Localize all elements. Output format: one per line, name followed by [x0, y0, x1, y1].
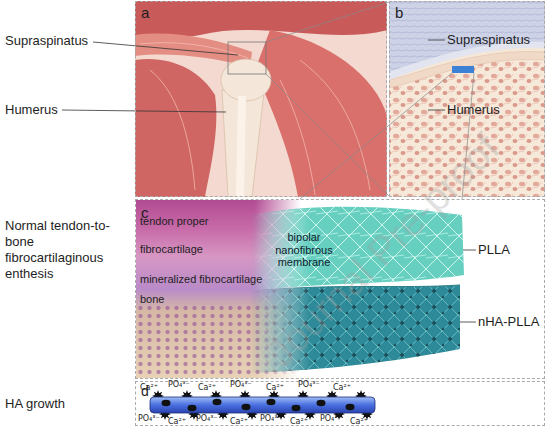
- panel-letter: a: [141, 4, 149, 21]
- layer-label: mineralized fibrocartilage: [140, 273, 262, 286]
- nha-plla-fibers: [250, 285, 460, 373]
- nha-plla-layer: [250, 285, 460, 373]
- layer-label: fibrocartilage: [140, 243, 203, 256]
- panel-letter: d: [141, 383, 149, 399]
- ion-label: Ca²⁺: [168, 417, 186, 427]
- zoom-frame: [228, 42, 266, 74]
- ion-label: Ca²⁺: [350, 417, 368, 427]
- enthesis-marker: [452, 66, 474, 73]
- deltoid-muscle: [255, 30, 387, 197]
- nanofiber-body: [150, 397, 375, 413]
- leader-line: [62, 110, 226, 112]
- layer-label: tendon proper: [140, 215, 209, 228]
- humerus-head: [221, 59, 271, 101]
- plla-fibers: [250, 207, 464, 291]
- ion-label: PO₄³⁻: [196, 414, 218, 424]
- ion-label: PO₄³⁻: [138, 414, 160, 424]
- muscle-label: Supraspinatus: [447, 32, 530, 48]
- ion-label: PO₄³⁻: [260, 414, 282, 424]
- panel-box: d: [135, 381, 545, 426]
- ha-nanoparticle: [188, 405, 197, 411]
- skin-background: [135, 1, 387, 197]
- muscle-label: Supraspinatus: [5, 33, 88, 49]
- panel-letter: b: [395, 4, 403, 21]
- ion-label: PO₄³⁻: [168, 380, 190, 390]
- leader-line: [428, 40, 445, 41]
- ha-nanoparticle: [317, 400, 326, 406]
- zoom-line: [266, 2, 389, 42]
- bone-background: [389, 1, 545, 197]
- fibrocartilage-zone: [389, 42, 545, 80]
- nanofiber-cylinder: [150, 390, 375, 420]
- ion-label: PO₄³⁻: [298, 380, 320, 390]
- layer-interface: [250, 285, 460, 291]
- layer-label: nHA-PLLA: [478, 314, 539, 330]
- ion-label: Ca²⁺: [333, 383, 351, 393]
- ion-label: Ca²⁺: [290, 417, 308, 427]
- ha-nanoparticle: [292, 405, 301, 411]
- bone-label: Humerus: [447, 102, 500, 118]
- nanofibrous-membrane: bipolar nanofibrous membrane: [250, 203, 465, 375]
- pectoral-muscle: [135, 59, 216, 197]
- panel-box: ctendon properfibrocartilagemineralized …: [135, 199, 545, 379]
- zoom-line: [300, 73, 452, 199]
- ha-nanoparticle: [346, 404, 355, 410]
- panel-box: b: [389, 1, 545, 197]
- layer-label: PLLA: [478, 242, 510, 258]
- membrane-shape: [250, 203, 465, 375]
- panel-title: HA growth: [5, 396, 65, 412]
- ion-label: Ca²⁺: [230, 417, 248, 427]
- ion-label: PO₄³⁻: [230, 380, 252, 390]
- panel-box: a: [135, 1, 387, 197]
- ion-label: Ca²⁺: [198, 383, 216, 393]
- membrane-label: bipolar nanofibrous membrane: [268, 231, 340, 269]
- humerus-shaft: [222, 90, 264, 197]
- ha-nanoparticle: [267, 399, 276, 405]
- plla-layer: [250, 207, 464, 291]
- bone-label: Humerus: [5, 102, 58, 118]
- ha-nanoparticle: [242, 404, 251, 410]
- layer-label: bone: [140, 293, 164, 306]
- panel-title: Normal tendon-to-bone fibrocartilaginous…: [5, 218, 127, 282]
- ha-nanoparticle: [162, 400, 171, 406]
- leader-line: [428, 110, 445, 111]
- zoom-line: [266, 74, 389, 196]
- shoulder-illustration: [135, 1, 387, 197]
- biceps-tendon: [236, 96, 246, 197]
- enthesis-closeup: [389, 1, 545, 197]
- leader-line: [93, 42, 238, 55]
- ion-label: Ca²⁺: [266, 383, 284, 393]
- membrane-layers: [250, 207, 464, 373]
- zoom-line: [462, 73, 474, 199]
- ha-nanoparticle: [213, 399, 222, 405]
- ion-label: PO₄³⁻: [320, 414, 342, 424]
